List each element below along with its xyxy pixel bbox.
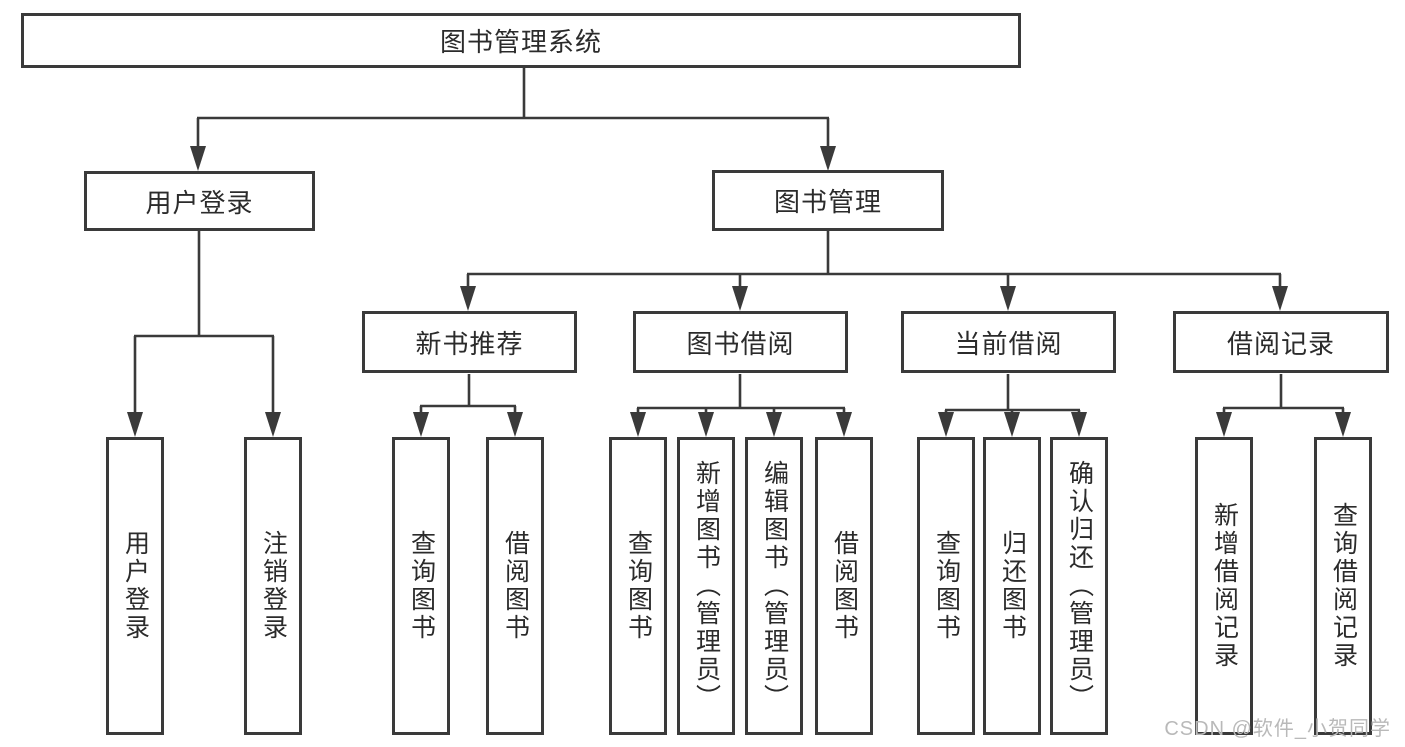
leaf-query-borrow-record: 查询借阅记录 xyxy=(1314,437,1372,735)
node-book-management: 图书管理 xyxy=(712,170,944,231)
leaf-confirm-return-admin: 确认归还（管理员） xyxy=(1050,437,1108,735)
csdn-watermark: CSDN @软件_小贺同学 xyxy=(1164,718,1391,740)
leaf-return-book: 归还图书 xyxy=(983,437,1041,735)
node-root-library-system: 图书管理系统 xyxy=(21,13,1021,68)
node-new-book-recommend: 新书推荐 xyxy=(362,311,577,373)
leaf-query-book-3: 查询图书 xyxy=(917,437,975,735)
node-borrow-record: 借阅记录 xyxy=(1173,311,1389,373)
leaf-edit-book-admin: 编辑图书（管理员） xyxy=(745,437,803,735)
node-current-borrow: 当前借阅 xyxy=(901,311,1116,373)
leaf-add-book-admin: 新增图书（管理员） xyxy=(677,437,735,735)
leaf-query-book-2: 查询图书 xyxy=(609,437,667,735)
leaf-borrow-book-1: 借阅图书 xyxy=(486,437,544,735)
leaf-borrow-book-2: 借阅图书 xyxy=(815,437,873,735)
leaf-logout: 注销登录 xyxy=(244,437,302,735)
leaf-add-borrow-record: 新增借阅记录 xyxy=(1195,437,1253,735)
node-user-login: 用户登录 xyxy=(84,171,315,231)
leaf-query-book-1: 查询图书 xyxy=(392,437,450,735)
leaf-user-login: 用户登录 xyxy=(106,437,164,735)
node-book-borrow: 图书借阅 xyxy=(633,311,848,373)
